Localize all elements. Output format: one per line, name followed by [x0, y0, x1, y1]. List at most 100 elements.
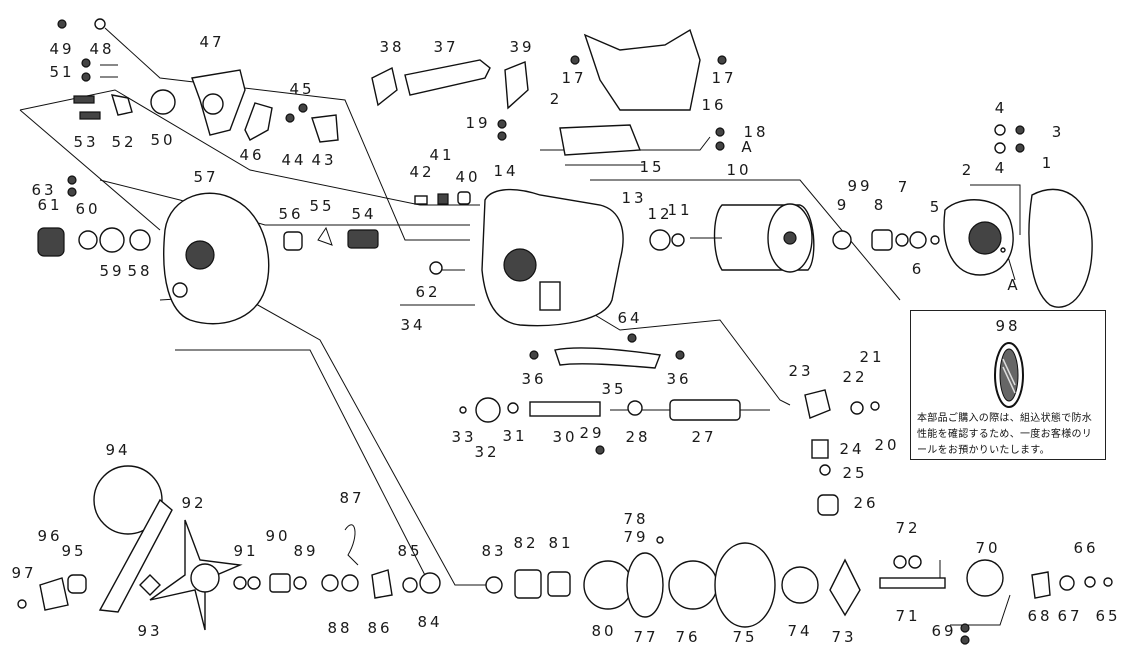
label-35: 35 [601, 380, 626, 398]
label-76: 76 [675, 628, 700, 646]
label-13: 13 [621, 189, 646, 207]
label-37: 37 [433, 38, 458, 56]
label-18: 18 [743, 123, 768, 141]
label-2: 2 [962, 161, 975, 179]
label-91: 91 [233, 542, 258, 560]
label-74: 74 [787, 622, 812, 640]
label-16: 16 [701, 96, 726, 114]
label-94: 94 [105, 441, 130, 459]
label-3: 3 [1052, 123, 1065, 141]
label-49: 49 [49, 40, 74, 58]
label-9: 9 [837, 196, 850, 214]
part-98-note-text: 本部品ご購入の際は、組込状態で防水性能を確認するため、一度お客様のリールをお預か… [917, 413, 1093, 456]
label-77: 77 [633, 628, 658, 646]
label-31: 31 [502, 427, 527, 445]
label-29: 29 [579, 424, 604, 442]
label-93: 93 [137, 622, 162, 640]
label-24: 24 [839, 440, 864, 458]
label-1: 1 [1042, 154, 1055, 172]
frame-shape [481, 188, 624, 327]
label-7: 7 [898, 178, 911, 196]
label-85: 85 [397, 542, 422, 560]
label-43: 43 [311, 151, 336, 169]
label-34: 34 [400, 316, 425, 334]
label-45: 45 [289, 80, 314, 98]
label-33: 33 [451, 428, 476, 446]
label-57: 57 [193, 168, 218, 186]
label-26: 26 [853, 494, 878, 512]
label-4: 4 [995, 99, 1008, 117]
marker-a-top: A [741, 138, 754, 156]
label-22: 22 [842, 368, 867, 386]
label-41: 41 [429, 146, 454, 164]
label-62: 62 [415, 283, 440, 301]
label-97: 97 [11, 564, 36, 582]
label-19: 19 [465, 114, 490, 132]
label-67: 67 [1057, 607, 1082, 625]
label-39: 39 [509, 38, 534, 56]
label-47: 47 [199, 33, 224, 51]
label-40: 40 [455, 168, 480, 186]
label-50: 50 [150, 131, 175, 149]
part-98-note-box: 98 本部品ご購入の際は、組込状態で防水性能を確認するため、一度お客様のリールを… [910, 310, 1106, 460]
label-66: 66 [1073, 539, 1098, 557]
label-75: 75 [732, 628, 757, 646]
label-27: 27 [691, 428, 716, 446]
label-52: 52 [111, 133, 136, 151]
cap-shape [37, 227, 65, 257]
label-86: 86 [367, 619, 392, 637]
label-30: 30 [552, 428, 577, 446]
label-28: 28 [625, 428, 650, 446]
label-8: 8 [874, 196, 887, 214]
label-72: 72 [895, 519, 920, 537]
label-21: 21 [859, 348, 884, 366]
part-number-labels: 1 2 2 3 4 4 5 6 7 8 9 99 10 11 12 13 14 … [11, 33, 1120, 646]
label-48: 48 [89, 40, 114, 58]
label-89: 89 [293, 542, 318, 560]
label-65: 65 [1095, 607, 1120, 625]
label-90: 90 [265, 527, 290, 545]
label-88: 88 [327, 619, 352, 637]
label-23: 23 [788, 362, 813, 380]
label-83: 83 [481, 542, 506, 560]
label-63: 63 [31, 181, 56, 199]
label-58: 58 [127, 262, 152, 280]
label-59: 59 [99, 262, 124, 280]
label-87: 87 [339, 489, 364, 507]
label-96: 96 [37, 527, 62, 545]
label-17b: 17 [711, 69, 736, 87]
label-60: 60 [75, 200, 100, 218]
label-81: 81 [548, 534, 573, 552]
label-2-top: 2 [550, 90, 563, 108]
label-70: 70 [975, 539, 1000, 557]
label-5: 5 [930, 198, 943, 216]
label-78: 78 [623, 510, 648, 528]
label-99: 99 [847, 177, 872, 195]
label-32: 32 [474, 443, 499, 461]
label-10: 10 [726, 161, 751, 179]
label-14: 14 [493, 162, 518, 180]
label-12: 12 [647, 205, 672, 223]
label-20: 20 [874, 436, 899, 454]
label-71: 71 [895, 607, 920, 625]
label-25: 25 [842, 464, 867, 482]
label-55: 55 [309, 197, 334, 215]
label-11: 11 [667, 201, 692, 219]
label-64: 64 [617, 309, 642, 327]
label-42: 42 [409, 163, 434, 181]
label-46: 46 [239, 146, 264, 164]
side-plate-shape [163, 192, 270, 325]
label-36: 36 [521, 370, 546, 388]
label-56: 56 [278, 205, 303, 223]
label-68: 68 [1027, 607, 1052, 625]
label-17: 17 [561, 69, 586, 87]
label-15: 15 [639, 158, 664, 176]
label-80: 80 [591, 622, 616, 640]
label-38: 38 [379, 38, 404, 56]
marker-a-side: A [1007, 276, 1020, 294]
label-36b: 36 [666, 370, 691, 388]
label-92: 92 [181, 494, 206, 512]
label-51: 51 [49, 63, 74, 81]
label-84: 84 [417, 613, 442, 631]
